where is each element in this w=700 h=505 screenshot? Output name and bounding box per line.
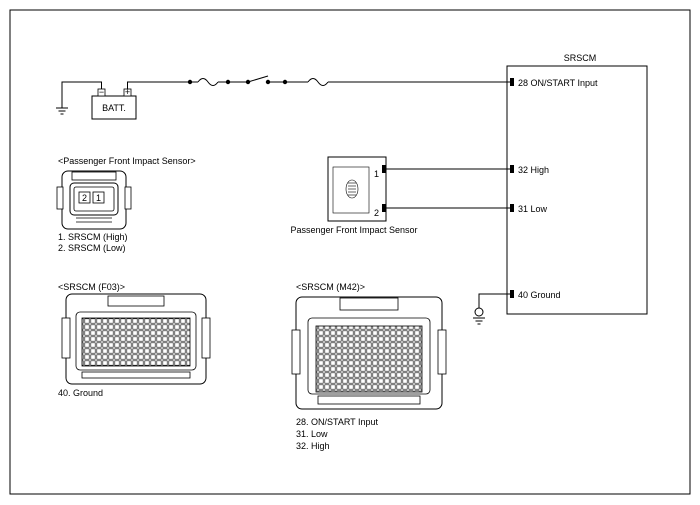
pin-label-32: 32 High	[518, 165, 549, 175]
module-ground-wire	[478, 293, 510, 308]
pin-marker-28	[510, 78, 514, 86]
sensor-pin-1-label: 1	[374, 169, 379, 179]
pin-marker-40	[510, 290, 514, 298]
m42-connector-pin-28: 28. ON/START Input	[296, 417, 379, 427]
pin-label-31: 31 Low	[518, 204, 548, 214]
ground-icon	[56, 107, 68, 115]
srscm-module-box	[506, 65, 648, 315]
impact-sensor-box	[327, 156, 387, 222]
f03-connector-face	[61, 293, 211, 385]
m42-connector-face	[291, 296, 447, 410]
f03-connector-pin-40: 40. Ground	[58, 388, 103, 398]
diagram-frame	[9, 9, 691, 495]
battery-ground-wire	[61, 81, 102, 108]
svg-text:+: +	[125, 87, 130, 97]
m42-connector-pin-32: 32. High	[296, 441, 330, 451]
sensor-pin-2-label: 2	[374, 208, 379, 218]
sensor-connector-pin-2: 2. SRSCM (Low)	[58, 243, 126, 253]
svg-text:BATT.: BATT.	[102, 103, 126, 113]
sensor-pin-1-marker	[382, 165, 386, 173]
f03-connector-title: <SRSCM (F03)>	[58, 282, 125, 292]
m42-connector-title: <SRSCM (M42)>	[296, 282, 365, 292]
wire-junctions	[187, 79, 288, 85]
battery-symbol: − + BATT.	[91, 87, 137, 120]
sensor-connector-title: <Passenger Front Impact Sensor>	[58, 156, 196, 166]
chassis-ground-icon	[473, 307, 485, 325]
pin-label-40: 40 Ground	[518, 290, 561, 300]
svg-text:−: −	[99, 87, 104, 97]
sensor-connector-pin-1: 1. SRSCM (High)	[58, 232, 128, 242]
pin-label-28: 28 ON/START Input	[518, 78, 598, 88]
impact-sensor-name: Passenger Front Impact Sensor	[290, 225, 417, 235]
sensor-connector-face	[56, 170, 132, 230]
cavity-label-2: 2	[82, 193, 87, 203]
impact-sensor-inner	[332, 166, 370, 214]
sensor-pin-2-marker	[382, 204, 386, 212]
pin-marker-31	[510, 204, 514, 212]
cavity-label-1: 1	[96, 193, 101, 203]
srscm-title: SRSCM	[564, 53, 597, 63]
pin-marker-32	[510, 165, 514, 173]
power-supply-wire	[127, 75, 510, 89]
sensor-element-icon	[345, 179, 359, 199]
m42-connector-pin-31: 31. Low	[296, 429, 328, 439]
